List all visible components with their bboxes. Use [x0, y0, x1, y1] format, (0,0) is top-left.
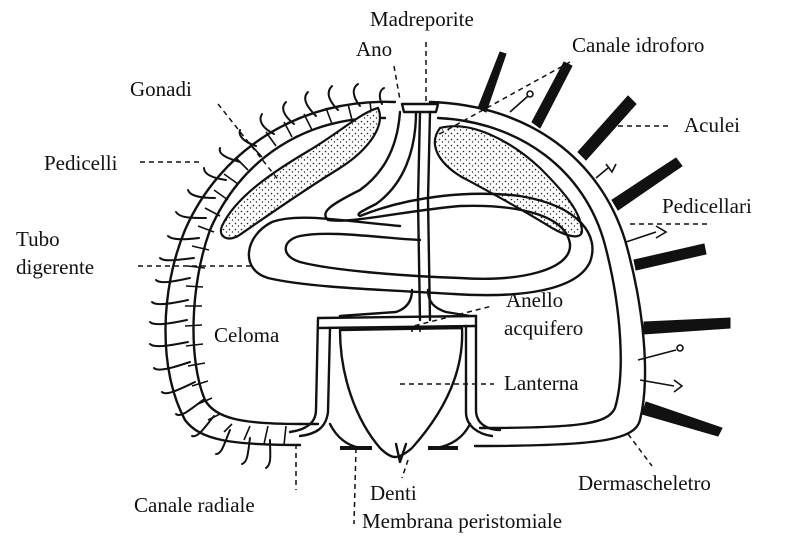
label-anello: Anello: [506, 288, 563, 312]
anello-acquifero: [290, 316, 500, 436]
label-canale-idroforo: Canale idroforo: [572, 33, 704, 57]
peristome: [330, 424, 470, 448]
label-acquifero: acquifero: [504, 316, 583, 340]
gonade-right: [435, 126, 582, 236]
label-denti: Denti: [370, 481, 417, 505]
label-tubo: Tubo: [16, 227, 60, 251]
label-pedicellari: Pedicellari: [662, 194, 752, 218]
label-celoma: Celoma: [214, 323, 280, 347]
label-aculei: Aculei: [684, 113, 740, 137]
labels: Madreporite Ano Canale idroforo Gonadi A…: [16, 7, 752, 533]
label-canale-radiale: Canale radiale: [134, 493, 255, 517]
label-gonadi: Gonadi: [130, 77, 192, 101]
label-pedicelli: Pedicelli: [44, 151, 118, 175]
label-dermascheletro: Dermascheletro: [578, 471, 711, 495]
label-ano: Ano: [356, 37, 392, 61]
canale-idroforo-inner: [428, 112, 430, 320]
label-madreporite: Madreporite: [370, 7, 474, 31]
lanterna-di-aristotele: [340, 328, 462, 457]
label-lanterna: Lanterna: [504, 371, 579, 395]
label-digerente: digerente: [16, 255, 94, 279]
label-membrana-peristomiale: Membrana peristomiale: [362, 509, 562, 533]
canale-idroforo: [418, 112, 420, 320]
